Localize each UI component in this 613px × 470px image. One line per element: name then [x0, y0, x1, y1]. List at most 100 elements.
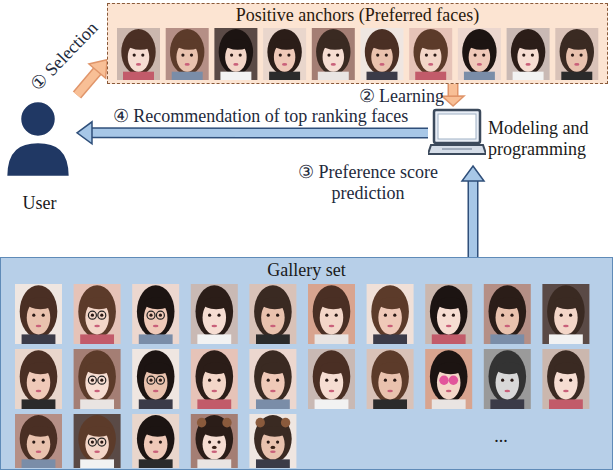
eye — [149, 314, 152, 317]
mouth — [211, 451, 217, 454]
laptop-base — [428, 145, 486, 154]
photo-background — [308, 349, 355, 409]
clothes — [80, 334, 114, 344]
node-title: Positive anchors (Preferred faces) — [108, 5, 607, 26]
hair — [414, 29, 448, 75]
arrow-head — [77, 122, 92, 144]
gallery-panel: Gallery set... — [0, 257, 613, 470]
bangs — [203, 362, 229, 374]
hair — [254, 415, 292, 463]
hair — [20, 350, 58, 403]
eye — [560, 379, 563, 382]
photo-background — [166, 28, 209, 80]
flow-arrow — [462, 166, 484, 257]
hair — [219, 29, 253, 75]
hair — [316, 29, 350, 75]
hair — [121, 29, 155, 75]
mouth — [36, 390, 42, 393]
mouth — [211, 325, 217, 328]
flow-arrow — [77, 60, 107, 95]
bangs — [274, 39, 298, 49]
eye — [208, 379, 211, 382]
mouth — [270, 451, 276, 454]
eye — [217, 440, 220, 443]
mouth — [153, 451, 159, 454]
step-label: ③ Preference score prediction — [268, 162, 468, 203]
bangs — [144, 297, 170, 309]
clothes — [549, 399, 583, 409]
eye — [239, 53, 242, 56]
bangs — [203, 297, 229, 309]
photo-background — [367, 284, 414, 344]
face-photo — [15, 349, 62, 409]
photo-background — [458, 28, 501, 80]
node-title: Modeling and programming — [488, 118, 609, 159]
glasses — [88, 311, 96, 319]
glasses — [156, 311, 164, 319]
bangs — [128, 39, 152, 49]
photo-background — [74, 414, 121, 468]
mouth — [136, 63, 141, 66]
photo-background — [542, 349, 589, 409]
laptop-screen — [434, 110, 480, 143]
bangs — [27, 297, 53, 309]
clothes — [256, 399, 290, 409]
eye — [159, 314, 162, 317]
clothes — [415, 72, 446, 80]
filter-ear — [197, 418, 206, 428]
eye — [267, 440, 270, 443]
photo-background — [74, 349, 121, 409]
face-photo — [214, 28, 257, 80]
hair — [137, 415, 175, 463]
eye — [32, 314, 35, 317]
bangs — [262, 297, 288, 309]
face-photo — [191, 349, 238, 409]
photo-background — [191, 284, 238, 344]
hair — [462, 29, 496, 75]
face-photo — [132, 414, 179, 468]
glasses — [156, 376, 164, 384]
flow-arrow — [77, 122, 428, 144]
arrow-head — [442, 96, 464, 106]
bangs — [496, 297, 522, 309]
photo-background — [555, 28, 598, 80]
filter-ear — [256, 418, 265, 428]
face-photo — [74, 284, 121, 344]
clothes — [139, 334, 173, 344]
mouth — [446, 390, 452, 393]
mouth — [94, 325, 100, 328]
glasses — [98, 438, 106, 446]
eye — [531, 53, 534, 56]
arrow-head — [462, 166, 484, 181]
bangs — [262, 362, 288, 374]
bangs — [320, 362, 346, 374]
clothes — [367, 72, 398, 80]
user-head — [20, 101, 56, 137]
clothes — [220, 72, 251, 80]
face-photo — [361, 28, 404, 80]
face-photo — [409, 28, 452, 80]
eye — [100, 440, 103, 443]
step-label: ② Learning — [334, 87, 444, 105]
eye — [433, 53, 436, 56]
arrow-shaft — [92, 129, 428, 137]
face-photo-grid — [1, 258, 611, 469]
eye — [580, 53, 583, 56]
eye — [267, 314, 270, 317]
hair — [78, 285, 116, 338]
eye — [442, 314, 445, 317]
eye — [501, 379, 504, 382]
arrow-shaft-outline — [77, 71, 97, 95]
face-photo — [74, 414, 121, 468]
eye — [149, 379, 152, 382]
face-photo — [166, 28, 209, 80]
bangs — [496, 362, 522, 374]
bangs — [566, 39, 590, 49]
eye — [267, 379, 270, 382]
face-photo — [308, 349, 355, 409]
photo-background — [367, 349, 414, 409]
eye — [376, 53, 379, 56]
hair — [137, 350, 175, 403]
bangs — [323, 39, 347, 49]
clothes — [315, 334, 349, 344]
